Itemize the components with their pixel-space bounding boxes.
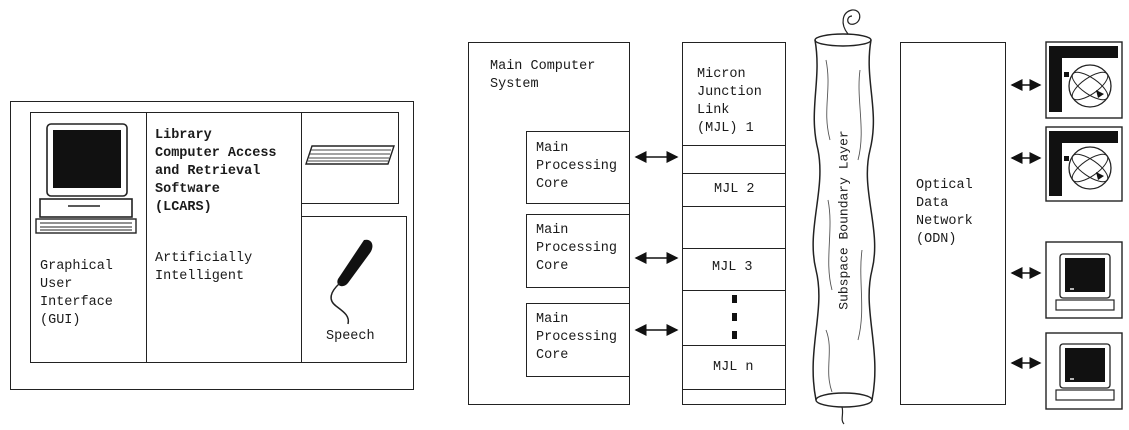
main-computer-system-title: Main Computer System bbox=[490, 59, 596, 92]
globe-display-icon bbox=[1045, 41, 1123, 119]
odn-label: Optical Data Network (ODN) bbox=[916, 178, 973, 247]
monitor-icon bbox=[1045, 241, 1123, 319]
gui-label: Graphical User Interface (GUI) bbox=[40, 259, 113, 328]
processing-core-2-label: Main Processing Core bbox=[536, 223, 618, 274]
mjl-divider bbox=[682, 206, 786, 207]
mjl-2-label: MJL 2 bbox=[714, 182, 755, 197]
mjl-divider bbox=[682, 248, 786, 249]
processing-core-1-label: Main Processing Core bbox=[536, 141, 618, 192]
speech-cell bbox=[301, 216, 407, 363]
mjl-column bbox=[682, 42, 786, 405]
lcars-title: Library Computer Access and Retrieval So… bbox=[155, 128, 277, 215]
processing-core-1 bbox=[526, 131, 630, 204]
mjl-1-label: Micron Junction Link (MJL) 1 bbox=[697, 67, 762, 136]
mjl-divider bbox=[682, 290, 786, 291]
mjl-3-label: MJL 3 bbox=[712, 260, 753, 275]
subspace-boundary-layer-text: Subspace Boundary Layer bbox=[836, 130, 852, 310]
mjl-n-label: MJL n bbox=[713, 360, 754, 375]
mjl-divider bbox=[682, 389, 786, 390]
ai-label: Artificially Intelligent bbox=[155, 251, 253, 284]
odn-box bbox=[900, 42, 1006, 405]
mjl-divider bbox=[682, 345, 786, 346]
processing-core-3 bbox=[526, 303, 630, 377]
monitor-icon bbox=[1045, 332, 1123, 410]
speech-label: Speech bbox=[326, 329, 375, 344]
processing-core-2 bbox=[526, 214, 630, 288]
lcars-cell bbox=[146, 112, 302, 363]
keyboard-cell bbox=[301, 112, 399, 204]
processing-core-3-label: Main Processing Core bbox=[536, 312, 618, 363]
globe-display-icon bbox=[1045, 126, 1123, 202]
mjl-divider bbox=[682, 173, 786, 174]
mjl-divider bbox=[682, 145, 786, 146]
